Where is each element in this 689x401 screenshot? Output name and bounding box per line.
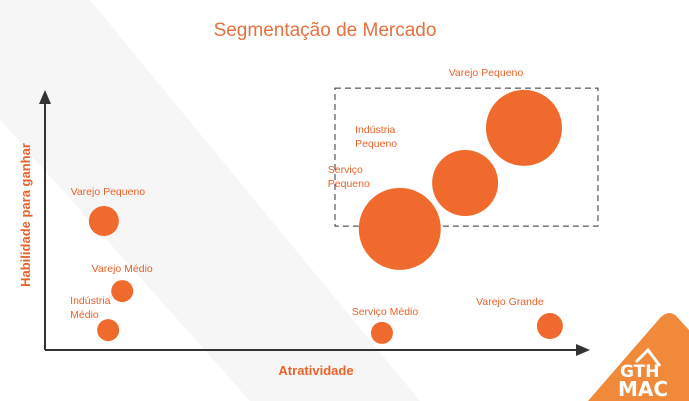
y-axis-label: Habilidade para ganhar — [18, 143, 33, 287]
x-axis-label: Atratividade — [278, 363, 353, 378]
bubble — [358, 187, 441, 270]
logo-line1: GTH — [620, 362, 659, 382]
y-axis-arrow — [39, 90, 51, 104]
highlight-box — [334, 87, 599, 227]
bubble — [432, 149, 499, 216]
bubble-label: Varejo Pequeno — [449, 67, 524, 79]
highlight-box-rect — [334, 87, 599, 227]
bubble-label: Varejo Médio — [92, 263, 153, 275]
logo-line2: MAC — [618, 377, 668, 401]
bubble — [88, 205, 119, 236]
x-axis-arrow — [576, 344, 590, 356]
bubble — [485, 89, 562, 166]
bubble — [97, 319, 120, 342]
bubble-label: Serviço Médio — [352, 306, 419, 318]
bubble-label: Varejo Grande — [476, 296, 544, 308]
chart-title: Segmentação de Mercado — [214, 20, 437, 41]
bubble-label: Varejo Pequeno — [71, 186, 146, 198]
bubble — [370, 321, 393, 344]
logo: GTH MAC — [588, 313, 689, 401]
background-band — [0, 0, 420, 401]
bubble — [536, 313, 563, 340]
bubble — [111, 280, 134, 303]
